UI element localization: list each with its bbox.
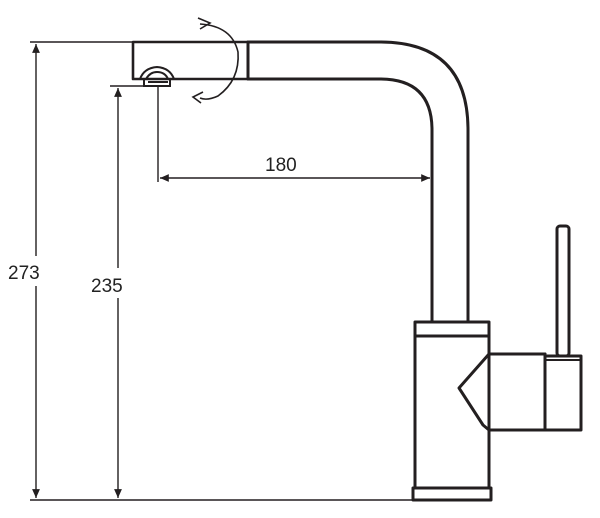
rotation-indicator xyxy=(191,17,239,104)
lever-handle xyxy=(457,224,583,432)
spout-neck xyxy=(246,40,470,324)
spout-height-label: 235 xyxy=(91,276,123,297)
nozzle-outlet xyxy=(139,65,175,87)
faucet-body xyxy=(411,320,493,502)
spout-reach-label: 180 xyxy=(265,155,297,176)
overall-height-label: 273 xyxy=(8,263,40,284)
faucet-outline xyxy=(131,40,583,502)
